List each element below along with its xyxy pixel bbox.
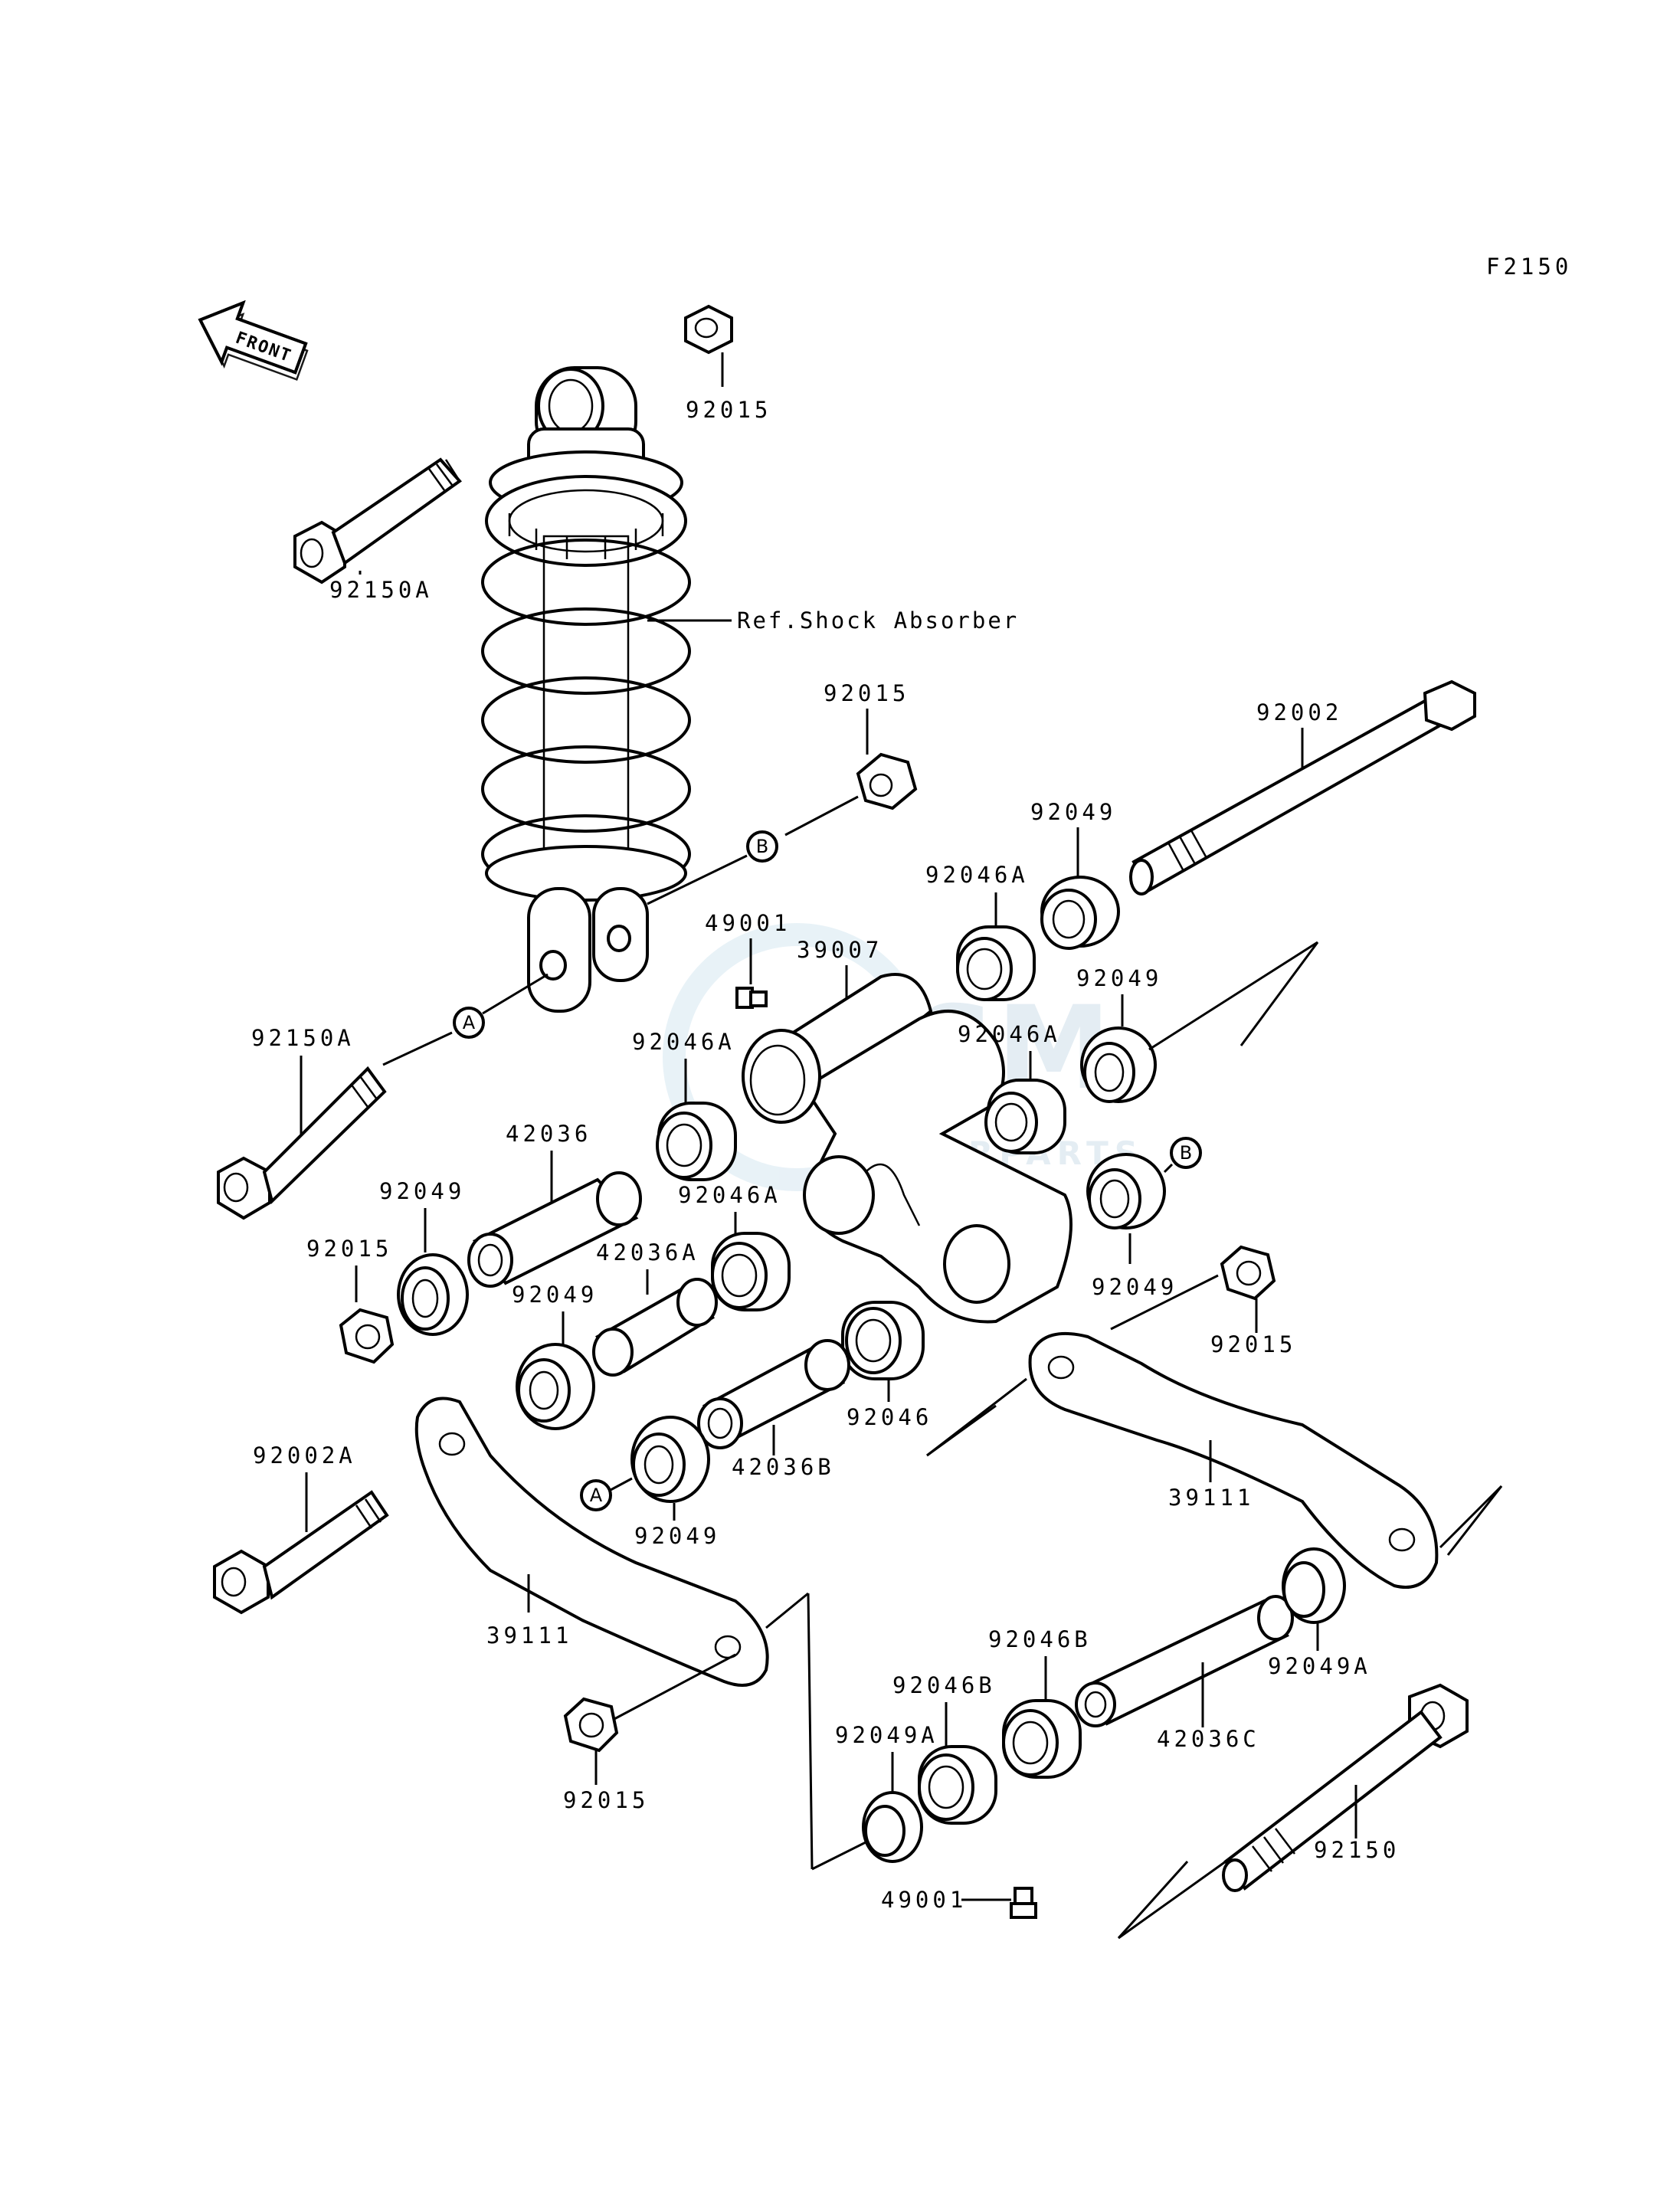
label-42036b: 42036B	[732, 1454, 835, 1480]
washer-92049-3	[397, 1208, 469, 1336]
bearing-92046	[841, 1301, 925, 1402]
tie-rod-39111-right	[926, 1331, 1503, 1589]
label-92046a-2: 92046A	[958, 1021, 1061, 1047]
shock-absorber	[481, 366, 732, 1013]
label-92002a: 92002A	[253, 1442, 356, 1468]
bolt-92002	[1129, 679, 1476, 895]
washer-92049-6	[610, 1416, 710, 1521]
svg-text:B: B	[756, 836, 768, 857]
marker-b-right: B	[1170, 1137, 1202, 1169]
label-92046a-4: 92046A	[678, 1182, 781, 1208]
spacer-42036a	[592, 1269, 718, 1377]
label-39111-left: 39111	[486, 1622, 572, 1649]
label-92150: 92150	[1314, 1837, 1400, 1863]
grease-nipple-top	[735, 938, 768, 1009]
label-92046a-1: 92046A	[925, 862, 1029, 888]
nut-top	[684, 304, 733, 387]
bolt-92150a-left	[217, 1031, 453, 1220]
svg-text:A: A	[590, 1485, 603, 1506]
label-92046a-3: 92046A	[632, 1029, 735, 1055]
spacer-42036c	[1075, 1595, 1294, 1727]
label-49001-bottom: 49001	[881, 1887, 967, 1913]
tie-rod-39111-left	[414, 1396, 769, 1721]
marker-b-top: B	[647, 830, 778, 905]
label-39007: 39007	[797, 937, 883, 963]
spacer-42036b	[697, 1339, 850, 1455]
label-92015-left: 92015	[306, 1236, 392, 1262]
label-92046b-2: 92046B	[892, 1672, 996, 1698]
washer-92049a-right	[1282, 1547, 1346, 1651]
label-92002: 92002	[1256, 699, 1342, 725]
nut-left	[339, 1265, 395, 1364]
front-arrow-icon: FRONT	[198, 300, 309, 381]
figure-code: F2150	[1486, 254, 1572, 280]
label-42036c: 42036C	[1157, 1726, 1260, 1752]
ref-shock-absorber-label: Ref.Shock Absorber	[737, 607, 1019, 634]
marker-a-top: A	[453, 973, 549, 1039]
label-92046: 92046	[847, 1404, 932, 1430]
label-92015-bottom: 92015	[563, 1787, 649, 1813]
marker-a-bottom: A	[580, 1479, 612, 1511]
washer-92049-1	[1040, 827, 1120, 950]
label-92049-4: 92049	[512, 1282, 598, 1308]
label-39111-right: 39111	[1168, 1485, 1254, 1511]
bolt-92150	[1117, 1683, 1469, 1940]
bearing-92046a-2	[984, 1051, 1066, 1154]
spacer-42036	[467, 1151, 642, 1288]
washer-92049-5	[1086, 1153, 1174, 1264]
label-92049-5: 92049	[1092, 1274, 1177, 1300]
svg-text:A: A	[463, 1012, 476, 1033]
label-92150a-top: 92150A	[329, 577, 433, 603]
label-42036: 42036	[506, 1121, 591, 1147]
label-92049a-right: 92049A	[1268, 1653, 1371, 1679]
label-92049-1: 92049	[1030, 799, 1116, 825]
nut-mid	[784, 709, 918, 837]
label-92015-right: 92015	[1210, 1331, 1296, 1357]
rocker-arm-39007	[742, 965, 1073, 1324]
grease-nipple-bottom	[961, 1887, 1037, 1919]
washer-92049-4	[516, 1311, 595, 1430]
label-49001-top: 49001	[705, 910, 791, 936]
nut-bottom	[563, 1697, 619, 1785]
washer-92049a-left	[862, 1752, 923, 1863]
svg-text:B: B	[1180, 1142, 1192, 1164]
label-92049-2: 92049	[1076, 965, 1162, 991]
washer-92049-2	[1080, 941, 1319, 1103]
label-92049-3: 92049	[379, 1178, 465, 1204]
nut-right	[1110, 1245, 1276, 1333]
bearing-92046b-2	[918, 1702, 997, 1825]
label-92150a-left: 92150A	[251, 1025, 355, 1051]
bearing-92046a-3	[656, 1059, 737, 1181]
label-42036a: 42036A	[596, 1239, 699, 1265]
label-92049a-left: 92049A	[835, 1722, 938, 1748]
label-92015-top: 92015	[686, 397, 771, 423]
bearing-92046a-1	[956, 892, 1036, 1001]
bolt-92002a	[213, 1472, 389, 1615]
bearing-92046b-1	[1002, 1656, 1082, 1779]
bracket-lines	[765, 1592, 874, 1871]
label-92046b-1: 92046B	[988, 1626, 1092, 1652]
label-92049-6: 92049	[634, 1523, 720, 1549]
bolt-92150a-top	[293, 457, 462, 584]
bearing-92046a-4	[711, 1212, 791, 1311]
label-92015-mid: 92015	[824, 680, 909, 706]
